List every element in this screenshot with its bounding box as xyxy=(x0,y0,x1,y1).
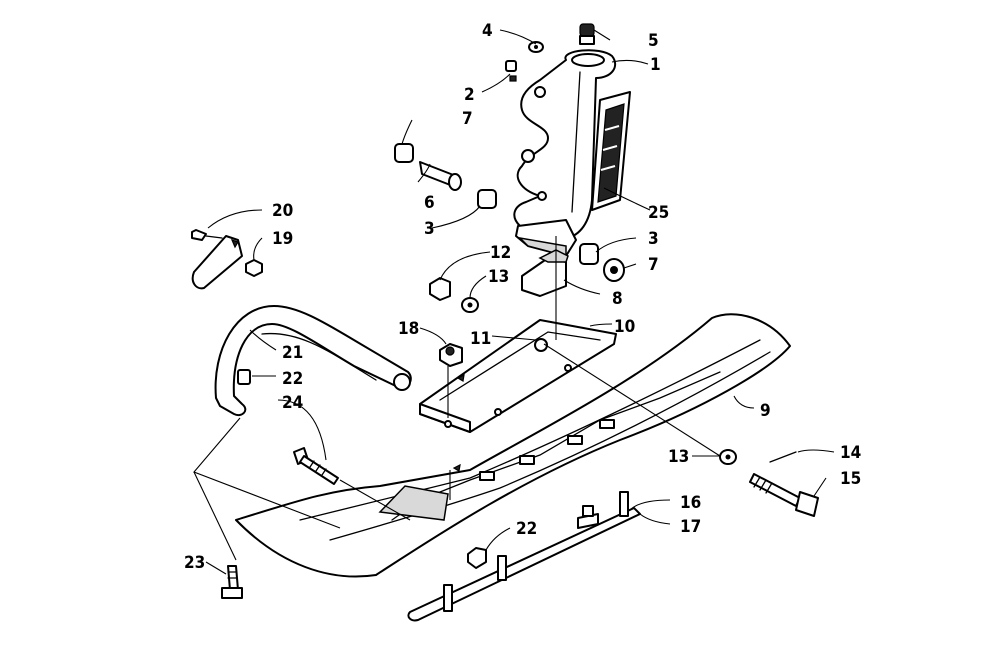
callout-18: 18 xyxy=(398,319,419,339)
callout-24: 24 xyxy=(282,393,303,413)
callout-13a: 13 xyxy=(488,267,509,287)
callout-6: 6 xyxy=(424,193,435,213)
callout-17: 17 xyxy=(680,517,701,537)
callout-labels: 4 5 1 2 7 6 3 25 3 7 8 12 13 18 11 10 20… xyxy=(184,21,861,573)
callout-25: 25 xyxy=(648,203,669,223)
callout-3a: 3 xyxy=(424,219,435,239)
callout-1: 1 xyxy=(650,55,661,75)
callout-2: 2 xyxy=(464,85,475,105)
callout-21: 21 xyxy=(282,343,303,363)
callout-13b: 13 xyxy=(668,447,689,467)
callout-8: 8 xyxy=(612,289,623,309)
callout-3b: 3 xyxy=(648,229,659,249)
callout-19: 19 xyxy=(272,229,293,249)
callout-7a: 7 xyxy=(462,109,473,129)
callout-11: 11 xyxy=(470,329,491,349)
callout-15: 15 xyxy=(840,469,861,489)
ski-loop xyxy=(214,305,412,416)
ski-saddle xyxy=(419,319,617,472)
leader-lines xyxy=(193,29,835,575)
callout-16: 16 xyxy=(680,493,701,513)
callout-4: 4 xyxy=(482,21,493,41)
callout-22b: 22 xyxy=(516,519,537,539)
spindle xyxy=(513,23,631,257)
callout-12: 12 xyxy=(490,243,511,263)
callout-9: 9 xyxy=(760,401,771,421)
ski xyxy=(235,313,791,578)
callout-22a: 22 xyxy=(282,369,303,389)
callout-10: 10 xyxy=(614,317,635,337)
callout-20: 20 xyxy=(272,201,293,221)
callout-7b: 7 xyxy=(648,255,659,275)
hardware xyxy=(191,41,819,599)
callout-23: 23 xyxy=(184,553,205,573)
callout-5: 5 xyxy=(648,31,659,51)
callout-14: 14 xyxy=(840,443,861,463)
wear-bar xyxy=(407,491,641,622)
